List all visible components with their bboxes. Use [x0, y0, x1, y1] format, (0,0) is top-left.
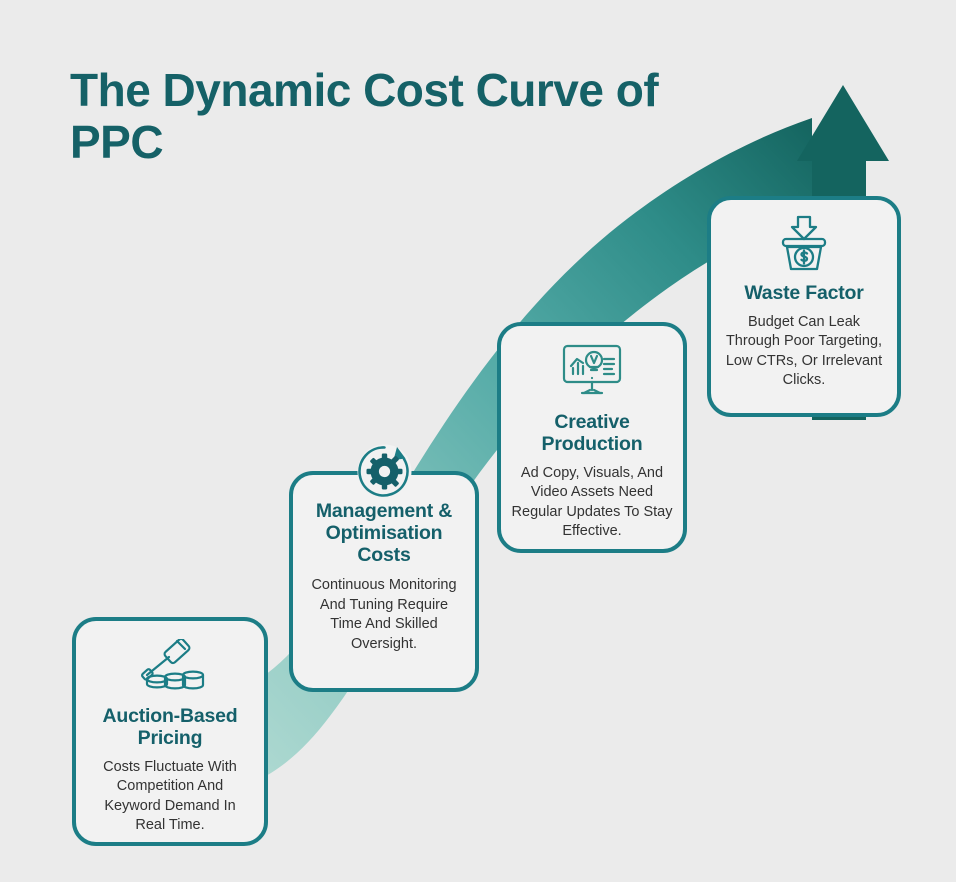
page-title: The Dynamic Cost Curve of PPC	[70, 63, 659, 168]
arrow-head	[797, 85, 889, 200]
card-management-optimisation-costs[interactable]: Management & Optimisation Costs Continuo…	[289, 471, 479, 692]
card-title: Waste Factor	[744, 282, 864, 304]
card-title: Creative Production	[541, 411, 643, 455]
card-body: Ad Copy, Visuals, And Video Assets Need …	[511, 464, 673, 539]
card-auction-based-pricing[interactable]: Auction-Based Pricing Costs Fluctuate Wi…	[72, 617, 268, 846]
card-body: Costs Fluctuate With Competition And Key…	[103, 758, 237, 833]
monitor-lightbulb-chart-icon	[559, 343, 625, 404]
card-body: Budget Can Leak Through Poor Targeting, …	[725, 313, 883, 389]
card-waste-factor[interactable]: Waste Factor Budget Can Leak Through Poo…	[707, 196, 901, 417]
card-creative-production[interactable]: Creative Production Ad Copy, Visuals, An…	[497, 322, 687, 553]
gavel-coins-icon	[133, 637, 207, 698]
card-body: Continuous Monitoring And Tuning Require…	[311, 577, 457, 652]
card-title: Auction-Based Pricing	[102, 705, 238, 749]
trash-bin-dollar-icon	[773, 214, 835, 277]
card-title: Management & Optimisation Costs	[315, 500, 453, 566]
gear-refresh-icon	[356, 443, 413, 500]
